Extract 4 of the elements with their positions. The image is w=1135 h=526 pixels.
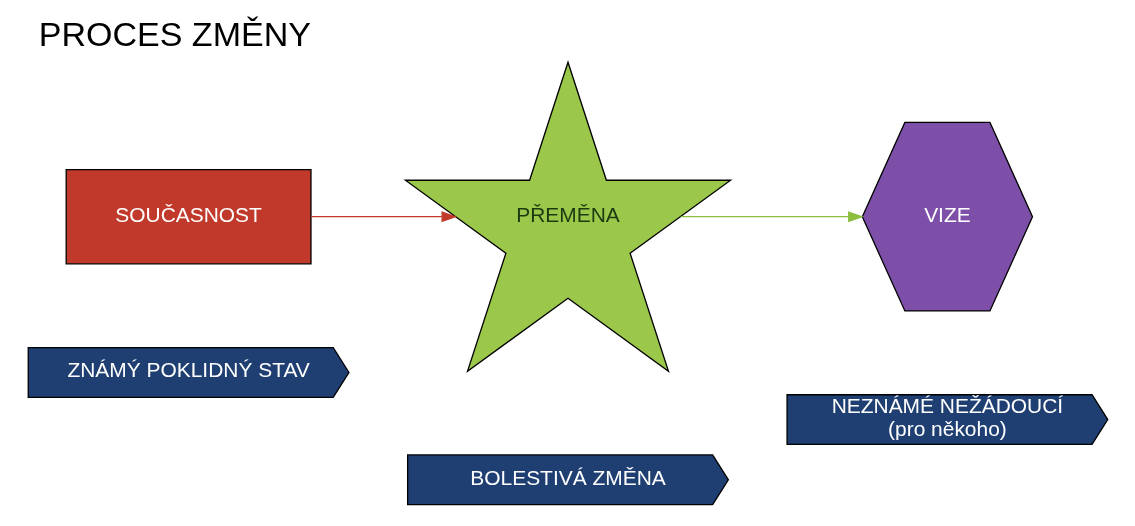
arrow	[310, 211, 457, 223]
node-box: SOUČASNOST	[65, 168, 312, 265]
diagram-title: PROCES ZMĚNY	[38, 14, 311, 53]
arrow	[679, 211, 864, 223]
